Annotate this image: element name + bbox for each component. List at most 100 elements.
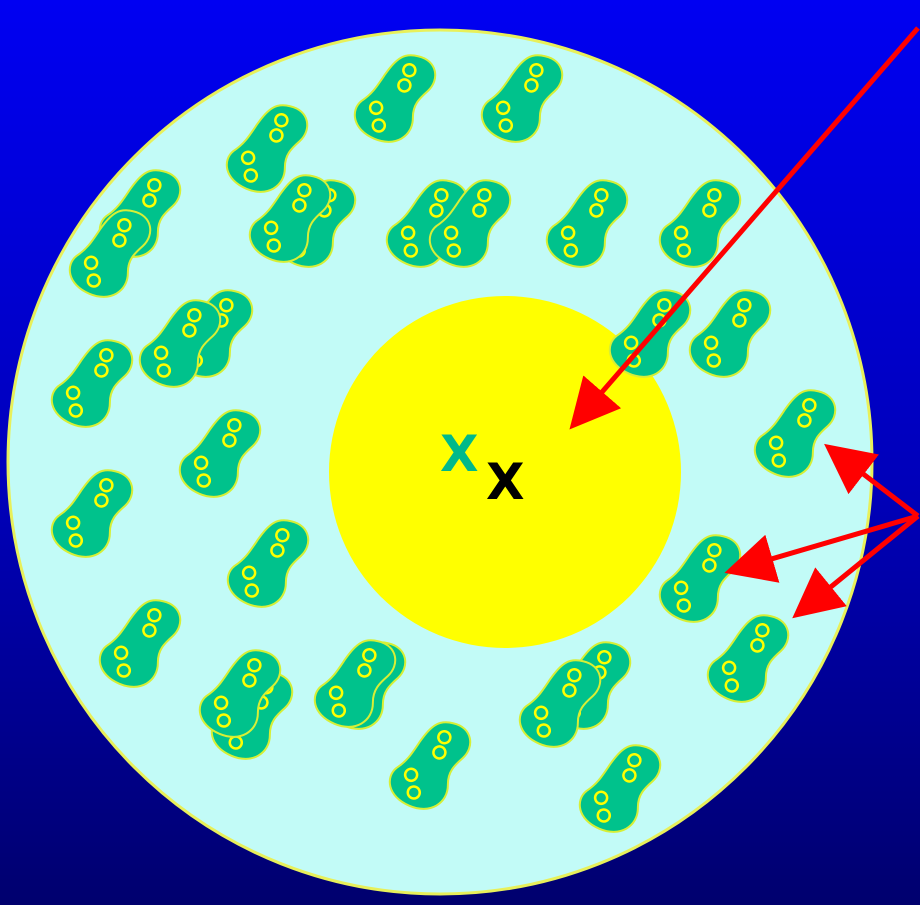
cell-nucleus-ring	[589, 203, 604, 218]
cell-nucleus-ring	[623, 335, 639, 351]
cell-nucleus-ring	[187, 307, 202, 323]
cell-nucleus-ring	[657, 297, 672, 313]
cell-nucleus-ring	[240, 150, 256, 166]
cell-nucleus-ring	[247, 657, 262, 673]
mark-x-black: X	[486, 453, 525, 511]
cell	[353, 54, 437, 143]
cell-nucleus-ring	[270, 543, 285, 558]
cell-nucleus-ring	[263, 220, 279, 236]
cell-nucleus-ring	[732, 313, 747, 328]
cell	[50, 339, 134, 428]
cell-nucleus-ring	[86, 273, 102, 288]
cell	[68, 209, 152, 298]
cell-nucleus-ring	[472, 203, 487, 218]
fan-arrow-upper	[824, 443, 920, 518]
cell	[385, 179, 469, 268]
arrows-group	[569, 26, 920, 619]
cell-nucleus-ring	[802, 397, 817, 413]
cell-nucleus-ring	[706, 353, 722, 368]
cell-nucleus-ring	[371, 118, 387, 133]
cell	[138, 299, 222, 388]
cell-nucleus-ring	[328, 685, 344, 701]
cell-nucleus-ring	[94, 363, 109, 378]
cell-nucleus-ring	[116, 663, 132, 678]
cell-nucleus-ring	[292, 198, 307, 213]
cell-nucleus-ring	[196, 473, 212, 488]
cell-nucleus-ring	[65, 385, 81, 401]
cell-nucleus-ring	[269, 128, 284, 143]
cell-nucleus-ring	[243, 168, 259, 183]
cell-nucleus-ring	[707, 542, 722, 558]
cell-nucleus-ring	[99, 477, 114, 493]
cell-nucleus-ring	[495, 100, 511, 116]
cell-nucleus-ring	[112, 233, 127, 248]
cell-nucleus-ring	[797, 413, 812, 428]
cell-nucleus-ring	[397, 78, 412, 93]
cell-nucleus-ring	[368, 100, 384, 116]
cell-nucleus-ring	[627, 752, 642, 768]
cell-nucleus-ring	[113, 645, 129, 661]
cell	[50, 469, 134, 558]
cell	[753, 389, 837, 478]
cell-nucleus-ring	[94, 493, 109, 508]
cell-nucleus-ring	[357, 663, 372, 678]
cell-nucleus-ring	[702, 558, 717, 573]
cell-nucleus-ring	[117, 217, 132, 233]
cell-nucleus-ring	[562, 683, 577, 698]
cell-nucleus-ring	[594, 187, 609, 203]
cell	[178, 409, 262, 498]
fan-arrow-lower	[792, 514, 920, 619]
cell-nucleus-ring	[560, 225, 576, 241]
cell	[706, 614, 790, 703]
cell-nucleus-ring	[429, 203, 444, 218]
center-marks: X X	[440, 425, 525, 511]
cell-nucleus-ring	[737, 297, 752, 313]
cell-nucleus-ring	[275, 527, 290, 543]
cell-nucleus-ring	[563, 243, 579, 258]
cell	[578, 744, 662, 833]
cell-nucleus-ring	[498, 118, 514, 133]
cell-nucleus-ring	[524, 78, 539, 93]
cell-nucleus-ring	[750, 638, 765, 653]
cell-nucleus-ring	[65, 515, 81, 531]
cell-nucleus-ring	[241, 565, 257, 581]
cell-nucleus-ring	[216, 713, 232, 728]
cell-nucleus-ring	[147, 607, 162, 623]
cell-nucleus-ring	[477, 187, 492, 203]
cells-group	[50, 54, 837, 833]
cell-nucleus-ring	[437, 729, 452, 745]
cell-nucleus-ring	[99, 347, 114, 363]
cell-nucleus-ring	[142, 623, 157, 638]
cell-nucleus-ring	[622, 768, 637, 783]
cell-nucleus-ring	[213, 695, 229, 711]
cell-nucleus-ring	[68, 533, 84, 548]
cell-nucleus-ring	[362, 647, 377, 663]
cell-nucleus-ring	[193, 455, 209, 471]
cell	[248, 174, 332, 263]
cell-nucleus-ring	[724, 678, 740, 693]
cell-nucleus-ring	[142, 193, 157, 208]
cell-nucleus-ring	[266, 238, 282, 253]
cell	[688, 289, 772, 378]
cell	[313, 639, 397, 728]
cell-nucleus-ring	[147, 177, 162, 193]
cell-nucleus-ring	[529, 62, 544, 78]
cell-nucleus-ring	[703, 335, 719, 351]
fan-arrow-middle	[724, 513, 919, 583]
cell	[226, 519, 310, 608]
cell-nucleus-ring	[182, 323, 197, 338]
cell	[545, 179, 629, 268]
cell	[658, 179, 742, 268]
cell-nucleus-ring	[83, 255, 99, 271]
cell-nucleus-ring	[297, 182, 312, 198]
cell-nucleus-ring	[443, 225, 459, 241]
cell-nucleus-ring	[533, 705, 549, 721]
cell-nucleus-ring	[536, 723, 552, 738]
cell-nucleus-ring	[244, 583, 260, 598]
cell-nucleus-ring	[768, 435, 784, 451]
cell-nucleus-ring	[222, 433, 237, 448]
cell	[388, 721, 472, 810]
cell-nucleus-ring	[227, 417, 242, 433]
